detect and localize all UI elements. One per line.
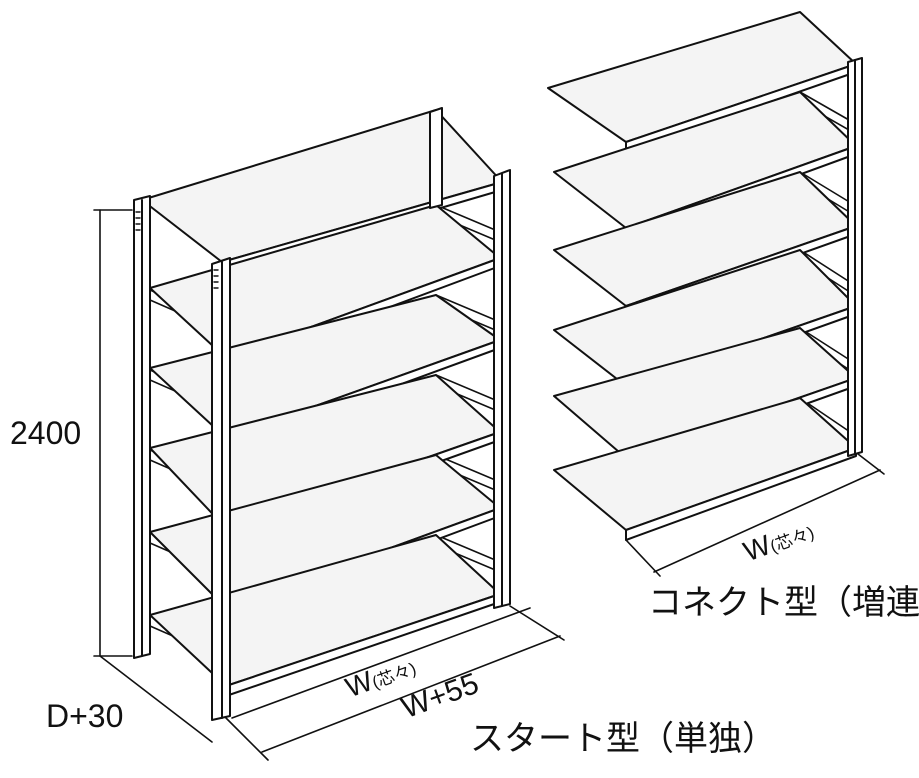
- start-type-shelf-unit: [133, 107, 511, 721]
- connect-type-post: [847, 57, 863, 457]
- depth-dimension-label: D+30: [46, 698, 124, 734]
- height-dimension-label: 2400: [10, 415, 82, 451]
- start-type-caption: スタート型（単独）: [470, 720, 776, 758]
- connect-type-shelf-unit: [547, 11, 863, 541]
- start-type-shelves: [141, 109, 503, 697]
- dimension-lines: [93, 209, 885, 761]
- connect-type-shelves: [547, 11, 857, 541]
- connect-type-caption: コネクト型（増連）: [648, 584, 919, 622]
- start-type-posts: [133, 107, 511, 721]
